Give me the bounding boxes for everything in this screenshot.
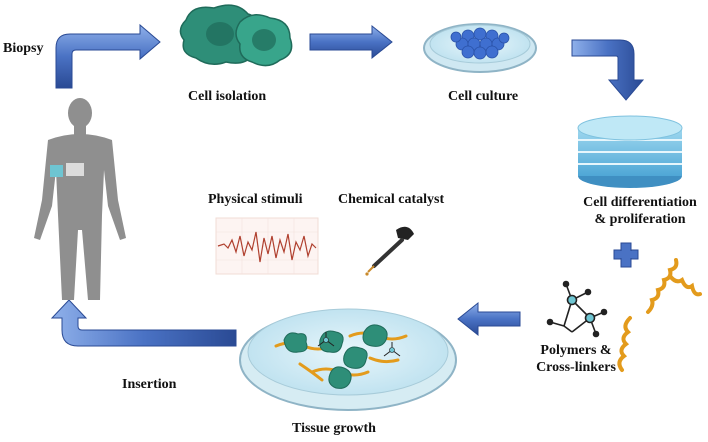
human-body-icon — [34, 98, 126, 300]
polymer-chain-icon — [617, 258, 702, 372]
flow-arrow-icon — [457, 301, 521, 337]
polymer-network-icon — [546, 280, 608, 338]
cell-differentiation-label: Cell differentiation & proliferation — [576, 194, 704, 228]
flow-arrow-icon — [309, 24, 393, 60]
cell-isolation-label: Cell isolation — [188, 89, 267, 104]
tissue-growth-label: Tissue growth — [292, 421, 376, 436]
isolated-cells-icon — [179, 4, 293, 67]
cell-differentiation-line1: Cell differentiation — [583, 195, 697, 210]
plus-icon — [613, 242, 639, 268]
cell-differentiation-line2: & proliferation — [594, 212, 686, 227]
biopsy-label: Biopsy — [3, 41, 44, 56]
stacked-culture-plates-icon — [577, 115, 683, 188]
petri-dish-icon — [423, 23, 537, 73]
flow-arrow-icon — [55, 23, 161, 89]
flow-arrow-icon — [50, 299, 237, 347]
cell-culture-label: Cell culture — [448, 89, 519, 104]
insertion-label: Insertion — [122, 377, 177, 392]
polymers-line1: Polymers & — [540, 343, 612, 358]
tissue-dish-icon — [239, 308, 457, 411]
polymers-line2: Cross-linkers — [536, 360, 616, 375]
physical-stimuli-label: Physical stimuli — [208, 192, 303, 207]
flow-arrow-icon — [571, 39, 645, 101]
dropper-icon — [365, 226, 414, 276]
chemical-catalyst-label: Chemical catalyst — [338, 192, 445, 207]
polymers-crosslinkers-label: Polymers & Cross-linkers — [524, 342, 628, 376]
waveform-icon — [215, 217, 319, 275]
